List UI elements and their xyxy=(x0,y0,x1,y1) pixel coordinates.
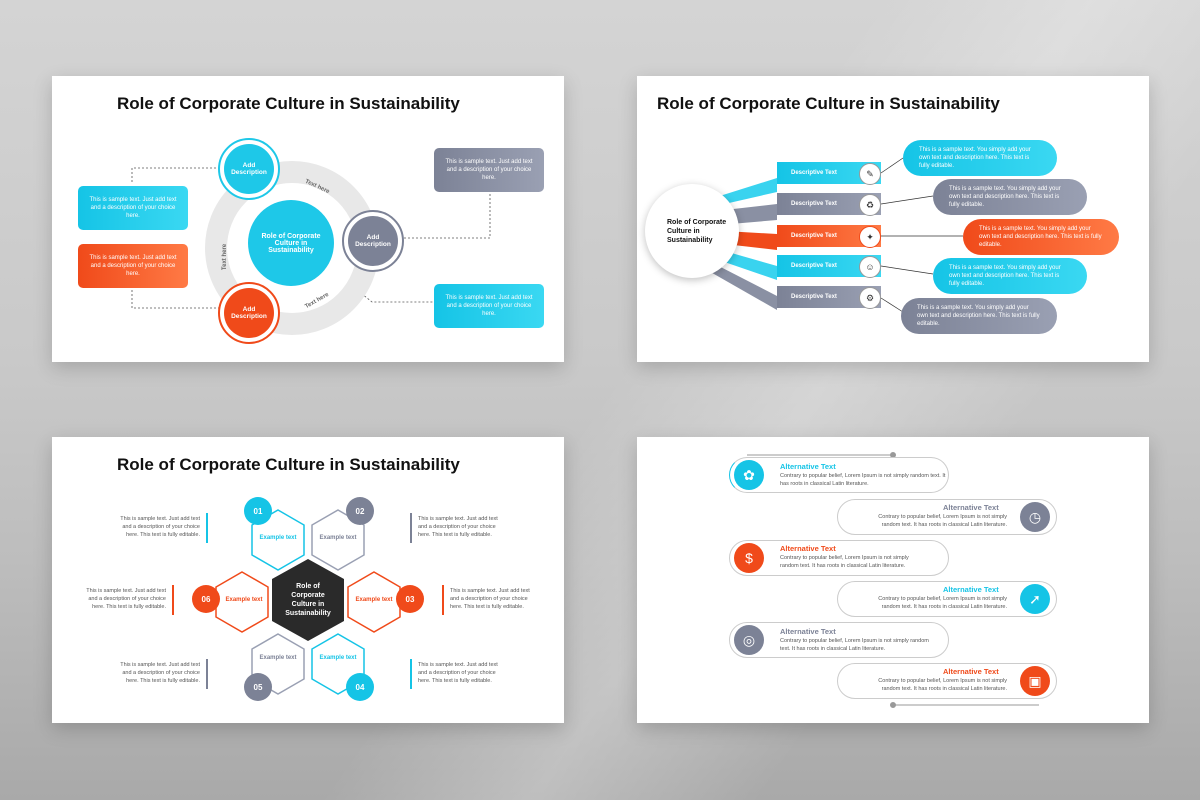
desc-04: This is sample text. Just add text and a… xyxy=(418,662,498,684)
timeline-item-6 xyxy=(837,663,1057,699)
node-right[interactable]: Add Description xyxy=(342,210,404,272)
text-box-left-top: This is sample text. Just add text and a… xyxy=(78,186,188,230)
node-bottom[interactable]: Add Description xyxy=(218,282,280,344)
pill-5: This is a sample text. You simply add yo… xyxy=(901,298,1057,334)
band-1: Descriptive Text xyxy=(777,162,881,184)
ring-text-left: Text here xyxy=(222,243,229,271)
band-5: Descriptive Text xyxy=(777,286,881,308)
center-circle: Role of Corporate Culture in Sustainabil… xyxy=(248,200,334,286)
hex-label-06: Example text xyxy=(225,597,263,603)
item-5-text: Contrary to popular belief, Lorem Ipsum … xyxy=(780,638,929,652)
hex-label-05: Example text xyxy=(259,655,297,661)
item-3-title: Alternative Text xyxy=(780,544,836,553)
number-badge-04: 04 xyxy=(346,673,374,701)
dollar-icon: $ xyxy=(734,543,764,573)
slide-cycle-diagram[interactable]: Role of Corporate Culture in Sustainabil… xyxy=(52,76,564,362)
item-1-title: Alternative Text xyxy=(780,462,836,471)
timeline-item-1 xyxy=(729,457,949,493)
center-label: Role of Corporate Culture in Sustainabil… xyxy=(285,583,331,617)
accent-bar-02 xyxy=(410,513,412,543)
idea-icon: ✎ xyxy=(859,163,881,185)
hex-label-04: Example text xyxy=(319,655,357,661)
center-label: Role of Corporate Culture in Sustainabil… xyxy=(667,219,727,244)
text-box-left-bottom: This is sample text. Just add text and a… xyxy=(78,244,188,288)
pill-1: This is a sample text. You simply add yo… xyxy=(903,140,1057,176)
text-box-right-bottom: This is sample text. Just add text and a… xyxy=(434,284,544,328)
desc-02: This is sample text. Just add text and a… xyxy=(418,516,498,538)
item-5-title: Alternative Text xyxy=(780,627,836,636)
desc-06: This is sample text. Just add text and a… xyxy=(86,588,166,610)
pill-2: This is a sample text. You simply add yo… xyxy=(933,179,1087,215)
node-top[interactable]: Add Description xyxy=(218,138,280,200)
item-6-title: Alternative Text xyxy=(943,667,999,676)
timeline-item-3 xyxy=(729,540,949,576)
number-badge-03: 03 xyxy=(396,585,424,613)
node-top-label: Add Description xyxy=(224,144,274,194)
desc-03: This is sample text. Just add text and a… xyxy=(450,588,530,610)
text-box-right-top: This is sample text. Just add text and a… xyxy=(434,148,544,192)
timeline-item-4 xyxy=(837,581,1057,617)
settings-icon: ⚙ xyxy=(859,287,881,309)
accent-bar-03 xyxy=(442,585,444,615)
number-badge-06: 06 xyxy=(192,585,220,613)
band-2: Descriptive Text xyxy=(777,193,881,215)
node-right-label: Add Description xyxy=(348,216,398,266)
brain-icon: ✿ xyxy=(734,460,764,490)
hex-label-01: Example text xyxy=(259,535,297,541)
band-4: Descriptive Text xyxy=(777,255,881,277)
slide-hexagon-diagram[interactable]: Role of Corporate Culture in Sustainabil… xyxy=(52,437,564,723)
desc-05: This is sample text. Just add text and a… xyxy=(120,662,200,684)
number-badge-05: 05 xyxy=(244,673,272,701)
slide-title: Role of Corporate Culture in Sustainabil… xyxy=(117,455,460,474)
timeline-line xyxy=(747,452,1039,708)
accent-bar-04 xyxy=(410,659,412,689)
recycle-icon: ♻ xyxy=(859,194,881,216)
slide-title: Role of Corporate Culture in Sustainabil… xyxy=(657,94,1000,113)
hex-label-02: Example text xyxy=(319,535,357,541)
accent-bar-05 xyxy=(206,659,208,689)
timeline-item-2 xyxy=(837,499,1057,535)
accent-bar-01 xyxy=(206,513,208,543)
accent-bar-06 xyxy=(172,585,174,615)
item-6-text: Contrary to popular belief, Lorem Ipsum … xyxy=(878,678,1007,692)
presentation-icon: ▣ xyxy=(1020,666,1050,696)
item-2-title: Alternative Text xyxy=(943,503,999,512)
item-3-text: Contrary to popular belief, Lorem Ipsum … xyxy=(780,555,909,569)
timeline-item-5 xyxy=(729,622,949,658)
item-2-text: Contrary to popular belief, Lorem Ipsum … xyxy=(878,514,1007,528)
band-3: Descriptive Text xyxy=(777,225,881,247)
slide-title: Role of Corporate Culture in Sustainabil… xyxy=(117,94,460,113)
rocket-icon: ➚ xyxy=(1020,584,1050,614)
desc-01: This is sample text. Just add text and a… xyxy=(120,516,200,538)
number-badge-02: 02 xyxy=(346,497,374,525)
team-icon: ☺ xyxy=(859,256,881,278)
number-badge-01: 01 xyxy=(244,497,272,525)
node-bottom-label: Add Description xyxy=(224,288,274,338)
slide-funnel-diagram[interactable]: Role of Corporate Culture in Sustainabil… xyxy=(637,76,1149,362)
item-4-title: Alternative Text xyxy=(943,585,999,594)
center-circle: Role of Corporate Culture in Sustainabil… xyxy=(645,184,739,278)
timer-icon: ◷ xyxy=(1020,502,1050,532)
hex-label-03: Example text xyxy=(355,597,393,603)
pill-4: This is a sample text. You simply add yo… xyxy=(933,258,1087,294)
item-4-text: Contrary to popular belief, Lorem Ipsum … xyxy=(878,596,1007,610)
pill-3: This is a sample text. You simply add yo… xyxy=(963,219,1119,255)
slide-timeline[interactable]: ✿ Alternative Text Contrary to popular b… xyxy=(637,437,1149,723)
ideas-icon: ✦ xyxy=(859,226,881,248)
target-icon: ◎ xyxy=(734,625,764,655)
item-1-text: Contrary to popular belief, Lorem Ipsum … xyxy=(780,473,946,487)
